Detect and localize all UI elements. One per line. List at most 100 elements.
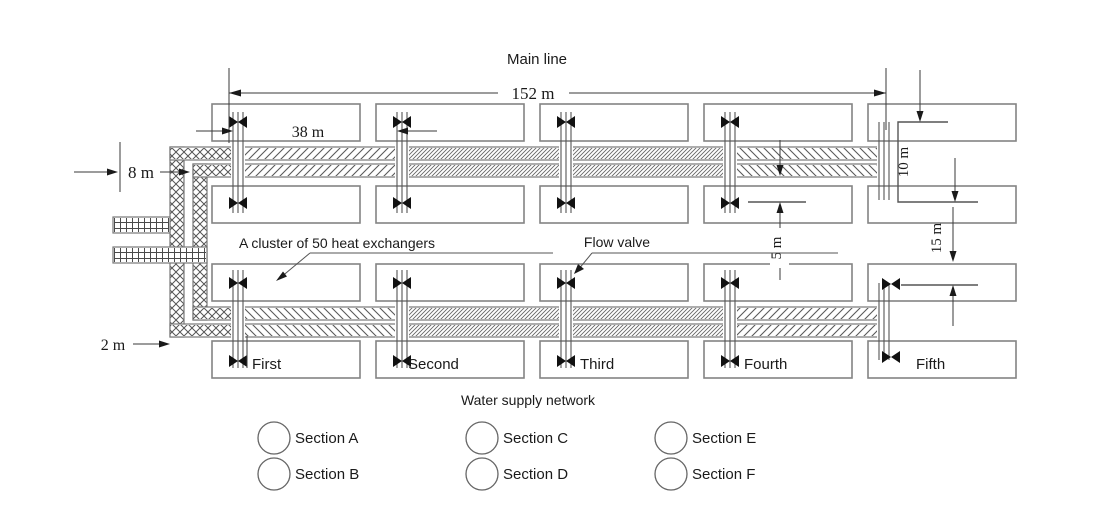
flow-valve-icon (721, 116, 739, 128)
pipe-vertical-inner (192, 163, 208, 321)
flow-valve-icon (229, 197, 247, 209)
flow-valve-note-label: Flow valve (584, 234, 650, 250)
flow-valve-icon (229, 277, 247, 289)
arrow-right-icon (107, 168, 118, 176)
pipe-segment-cross (193, 165, 238, 176)
heat-exchanger-block (375, 340, 525, 379)
arrow-left-icon (397, 127, 408, 135)
cluster-label-fourth: Fourth (744, 356, 787, 373)
diagram-caption: Water supply network (461, 392, 596, 408)
flow-valve-icon (557, 116, 575, 128)
flow-valve-icon (557, 277, 575, 289)
dimension-8m: 8 m (74, 142, 190, 192)
arrow-up-icon (949, 285, 957, 296)
legend: Section A Section B Section C Section D … (257, 421, 756, 491)
flow-valve-icon (393, 355, 411, 367)
legend-swatch-section-e (654, 421, 688, 455)
cluster-label-third: Third (580, 356, 614, 373)
arrow-left-icon (229, 89, 241, 97)
dim-cluster-spacing-label: 38 m (292, 124, 325, 141)
riser-lines (724, 112, 736, 368)
flow-valve-icon (721, 277, 739, 289)
arrow-right-icon (179, 168, 190, 176)
heat-exchanger-block (867, 340, 1017, 379)
legend-label-section-d: Section D (503, 466, 568, 483)
arrow-down-left-icon (574, 264, 584, 274)
heat-exchanger-block (703, 340, 853, 379)
legend-label-section-b: Section B (295, 466, 359, 483)
pipe-segment-cross (170, 325, 238, 336)
cluster-label-fifth: Fifth (916, 356, 945, 373)
branch-risers (231, 112, 891, 368)
leader-line (279, 252, 311, 279)
dimension-2m: 2 m (101, 336, 248, 368)
dim-main-length-label: 152 m (512, 84, 555, 103)
cluster-note-label: A cluster of 50 heat exchangers (239, 235, 435, 251)
supply-stub-upper-hatch (114, 218, 169, 232)
arrow-up-icon (776, 202, 784, 213)
pipe-segment-cross (193, 308, 238, 319)
flow-valve-icon (393, 197, 411, 209)
cluster-labels: First Second Third Fourth Fifth (252, 356, 945, 373)
dimension-15m: 15 m (929, 207, 957, 326)
cluster-label-first: First (252, 356, 282, 373)
dim-right-upper-label: 10 m (896, 146, 912, 177)
riser-lines (396, 112, 408, 368)
legend-swatch-section-d (465, 457, 499, 491)
arrow-down-icon (949, 251, 957, 262)
heat-exchanger-block (539, 340, 689, 379)
riser-lines (878, 122, 890, 360)
heat-exchanger-block (375, 185, 525, 224)
heat-exchanger-block (867, 263, 1017, 302)
flow-valve-icon (393, 116, 411, 128)
annotation-flow-valve: Flow valve (574, 234, 838, 274)
flow-valve-icon (882, 278, 900, 290)
pipe-vertical-outer (169, 146, 185, 338)
legend-label-section-f: Section F (692, 466, 755, 483)
reference-lines (748, 121, 978, 286)
flow-valve-icon (557, 355, 575, 367)
heat-exchanger-block (867, 185, 1017, 224)
flow-valve-icon (721, 197, 739, 209)
arrow-down-icon (916, 111, 924, 122)
pipe-segment-back (730, 165, 879, 176)
flow-valve-icon (882, 351, 900, 363)
heat-exchanger-block (211, 185, 361, 224)
annotation-cluster: A cluster of 50 heat exchangers (239, 235, 553, 281)
arrow-right-icon (874, 89, 886, 97)
legend-swatch-section-f (654, 457, 688, 491)
arrow-right-icon (222, 127, 233, 135)
heat-exchanger-block (211, 340, 361, 379)
legend-swatch-section-a (257, 421, 291, 455)
flow-valve-icon (557, 197, 575, 209)
flow-valve-icon (229, 355, 247, 367)
right-offset-bracket (897, 121, 978, 203)
dimension-38m: 38 m (196, 124, 437, 141)
dimension-152m: 152 m (228, 68, 887, 143)
flow-valve-icon (229, 116, 247, 128)
arrow-down-icon (951, 191, 959, 202)
heat-exchanger-block (703, 185, 853, 224)
arrow-right-icon (159, 340, 170, 348)
flow-valves (229, 116, 900, 367)
pipe-segment-forward (730, 325, 878, 336)
dim-bottom-offset-label: 2 m (101, 337, 126, 354)
pipe-segment-back (730, 148, 879, 159)
pipe-segment-back (238, 308, 402, 319)
main-line-pipes (112, 146, 881, 338)
pipe-segment-forward (730, 308, 878, 319)
main-line-title: Main line (507, 51, 567, 68)
cluster-label-second: Second (408, 356, 459, 373)
dim-right-lower-label: 15 m (929, 222, 945, 253)
arrow-down-icon (776, 165, 784, 176)
legend-swatch-section-c (465, 421, 499, 455)
supply-stub-lower-hatch (114, 248, 206, 262)
riser-lines (232, 112, 244, 368)
flow-valve-icon (721, 355, 739, 367)
pipe-segment-forward (238, 148, 402, 159)
dim-left-offset-label: 8 m (128, 163, 154, 182)
pipe-segment-cross (170, 148, 238, 159)
pipe-segment-back (238, 325, 402, 336)
dimension-10m: 10 m (896, 70, 959, 202)
